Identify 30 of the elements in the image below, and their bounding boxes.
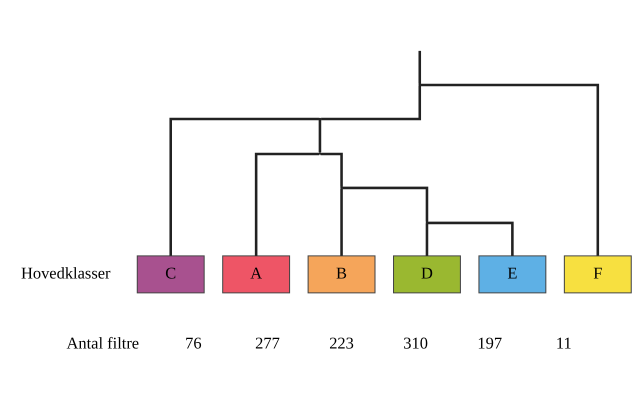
- connector: [318, 120, 322, 152]
- node-label: 197: [477, 333, 502, 352]
- connector: [427, 222, 514, 256]
- connector: [420, 84, 600, 256]
- node-box: C: [136, 255, 205, 294]
- node-point: [318, 118, 322, 120]
- connector: [254, 152, 320, 256]
- label: Hovedklasser: [20, 263, 111, 282]
- node-box: A: [222, 255, 290, 294]
- connector: [340, 188, 343, 256]
- node-point: [418, 83, 422, 86]
- node-label: 310: [403, 333, 428, 352]
- node-label: 11: [556, 333, 572, 352]
- node-point: [426, 220, 428, 224]
- node-label: 76: [185, 333, 202, 352]
- node-box: E: [478, 255, 546, 294]
- node-label: 277: [255, 333, 280, 352]
- node-box: B: [308, 255, 376, 294]
- node-box: D: [393, 255, 461, 294]
- connector: [320, 152, 343, 187]
- connector: [321, 85, 422, 120]
- connector: [418, 50, 422, 84]
- connector: [169, 118, 319, 256]
- label: Antal filtre: [66, 333, 140, 352]
- node-point: [340, 186, 343, 190]
- node-label: 223: [329, 333, 354, 352]
- node-point: [318, 152, 322, 155]
- connector: [426, 223, 428, 256]
- node-box: F: [564, 255, 632, 294]
- connector: [342, 186, 428, 222]
